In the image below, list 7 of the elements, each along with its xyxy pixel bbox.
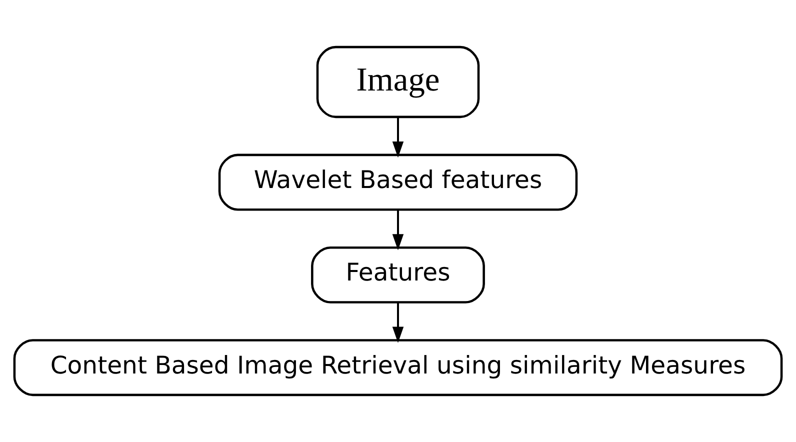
node-box: Wavelet Based features bbox=[218, 154, 578, 211]
node-box: Features bbox=[311, 246, 485, 304]
arrow bbox=[392, 210, 404, 250]
node-box: Image bbox=[316, 46, 480, 118]
arrow bbox=[392, 117, 404, 158]
arrow bbox=[392, 302, 404, 343]
node-box: Content Based Image Retrieval using similarity Measures bbox=[13, 339, 783, 396]
